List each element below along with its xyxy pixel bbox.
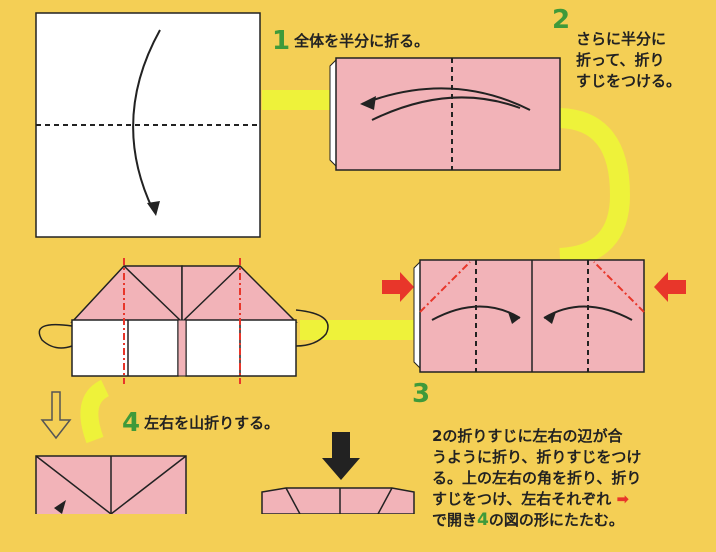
fold-arrow [543,305,633,321]
step-number: 1 [272,26,291,56]
step-reference-number: 4 [477,510,489,530]
step-connector-path [559,108,631,268]
mountain-fold-arrow-left [38,323,73,349]
push-arrow-left [382,272,414,302]
step-2-figure [329,57,561,171]
step-text: さらに半分に 折って、折り すじをつける。 [576,30,682,90]
step-text: 左右を山折りする。 [144,414,280,432]
step-3-figure [382,259,686,373]
step-5-figure [35,455,187,514]
step-number: 4 [122,408,141,438]
red-right-arrow-icon: ➡ [616,490,630,508]
step-6-figure [261,487,415,514]
step-text: 2の折りすじに左右の辺が合 うように折り、折りすじをつけ る。上の左右の角を折り… [412,426,712,531]
origami-diagram [35,12,686,514]
step-1-figure [35,12,261,238]
black-down-arrow [322,432,360,480]
arrow-head [508,312,520,324]
arrow-head [360,96,376,110]
step-number: 2 [552,5,571,35]
fold-arrow [431,305,521,321]
arrow-head [147,201,160,216]
push-arrow-right [654,272,686,302]
step-4-figure [38,258,329,384]
fold-arrow [361,87,531,111]
outline-down-arrow [40,391,72,440]
fold-arrow [132,29,161,211]
step-text-part: 2の折りすじに左右の辺が合 うように折り、折りすじをつけ る。上の左右の角を折り… [432,427,642,508]
step-number: 3 [412,379,431,409]
step-3-caption: 3 2の折りすじに左右の辺が合 うように折り、折りすじをつけ る。上の左右の角を… [412,379,712,552]
step-text: 全体を半分に折る。 [294,32,430,50]
arrow-head [544,312,556,324]
step-connector-path [80,379,110,444]
mountain-fold-arrow-right [295,309,329,347]
